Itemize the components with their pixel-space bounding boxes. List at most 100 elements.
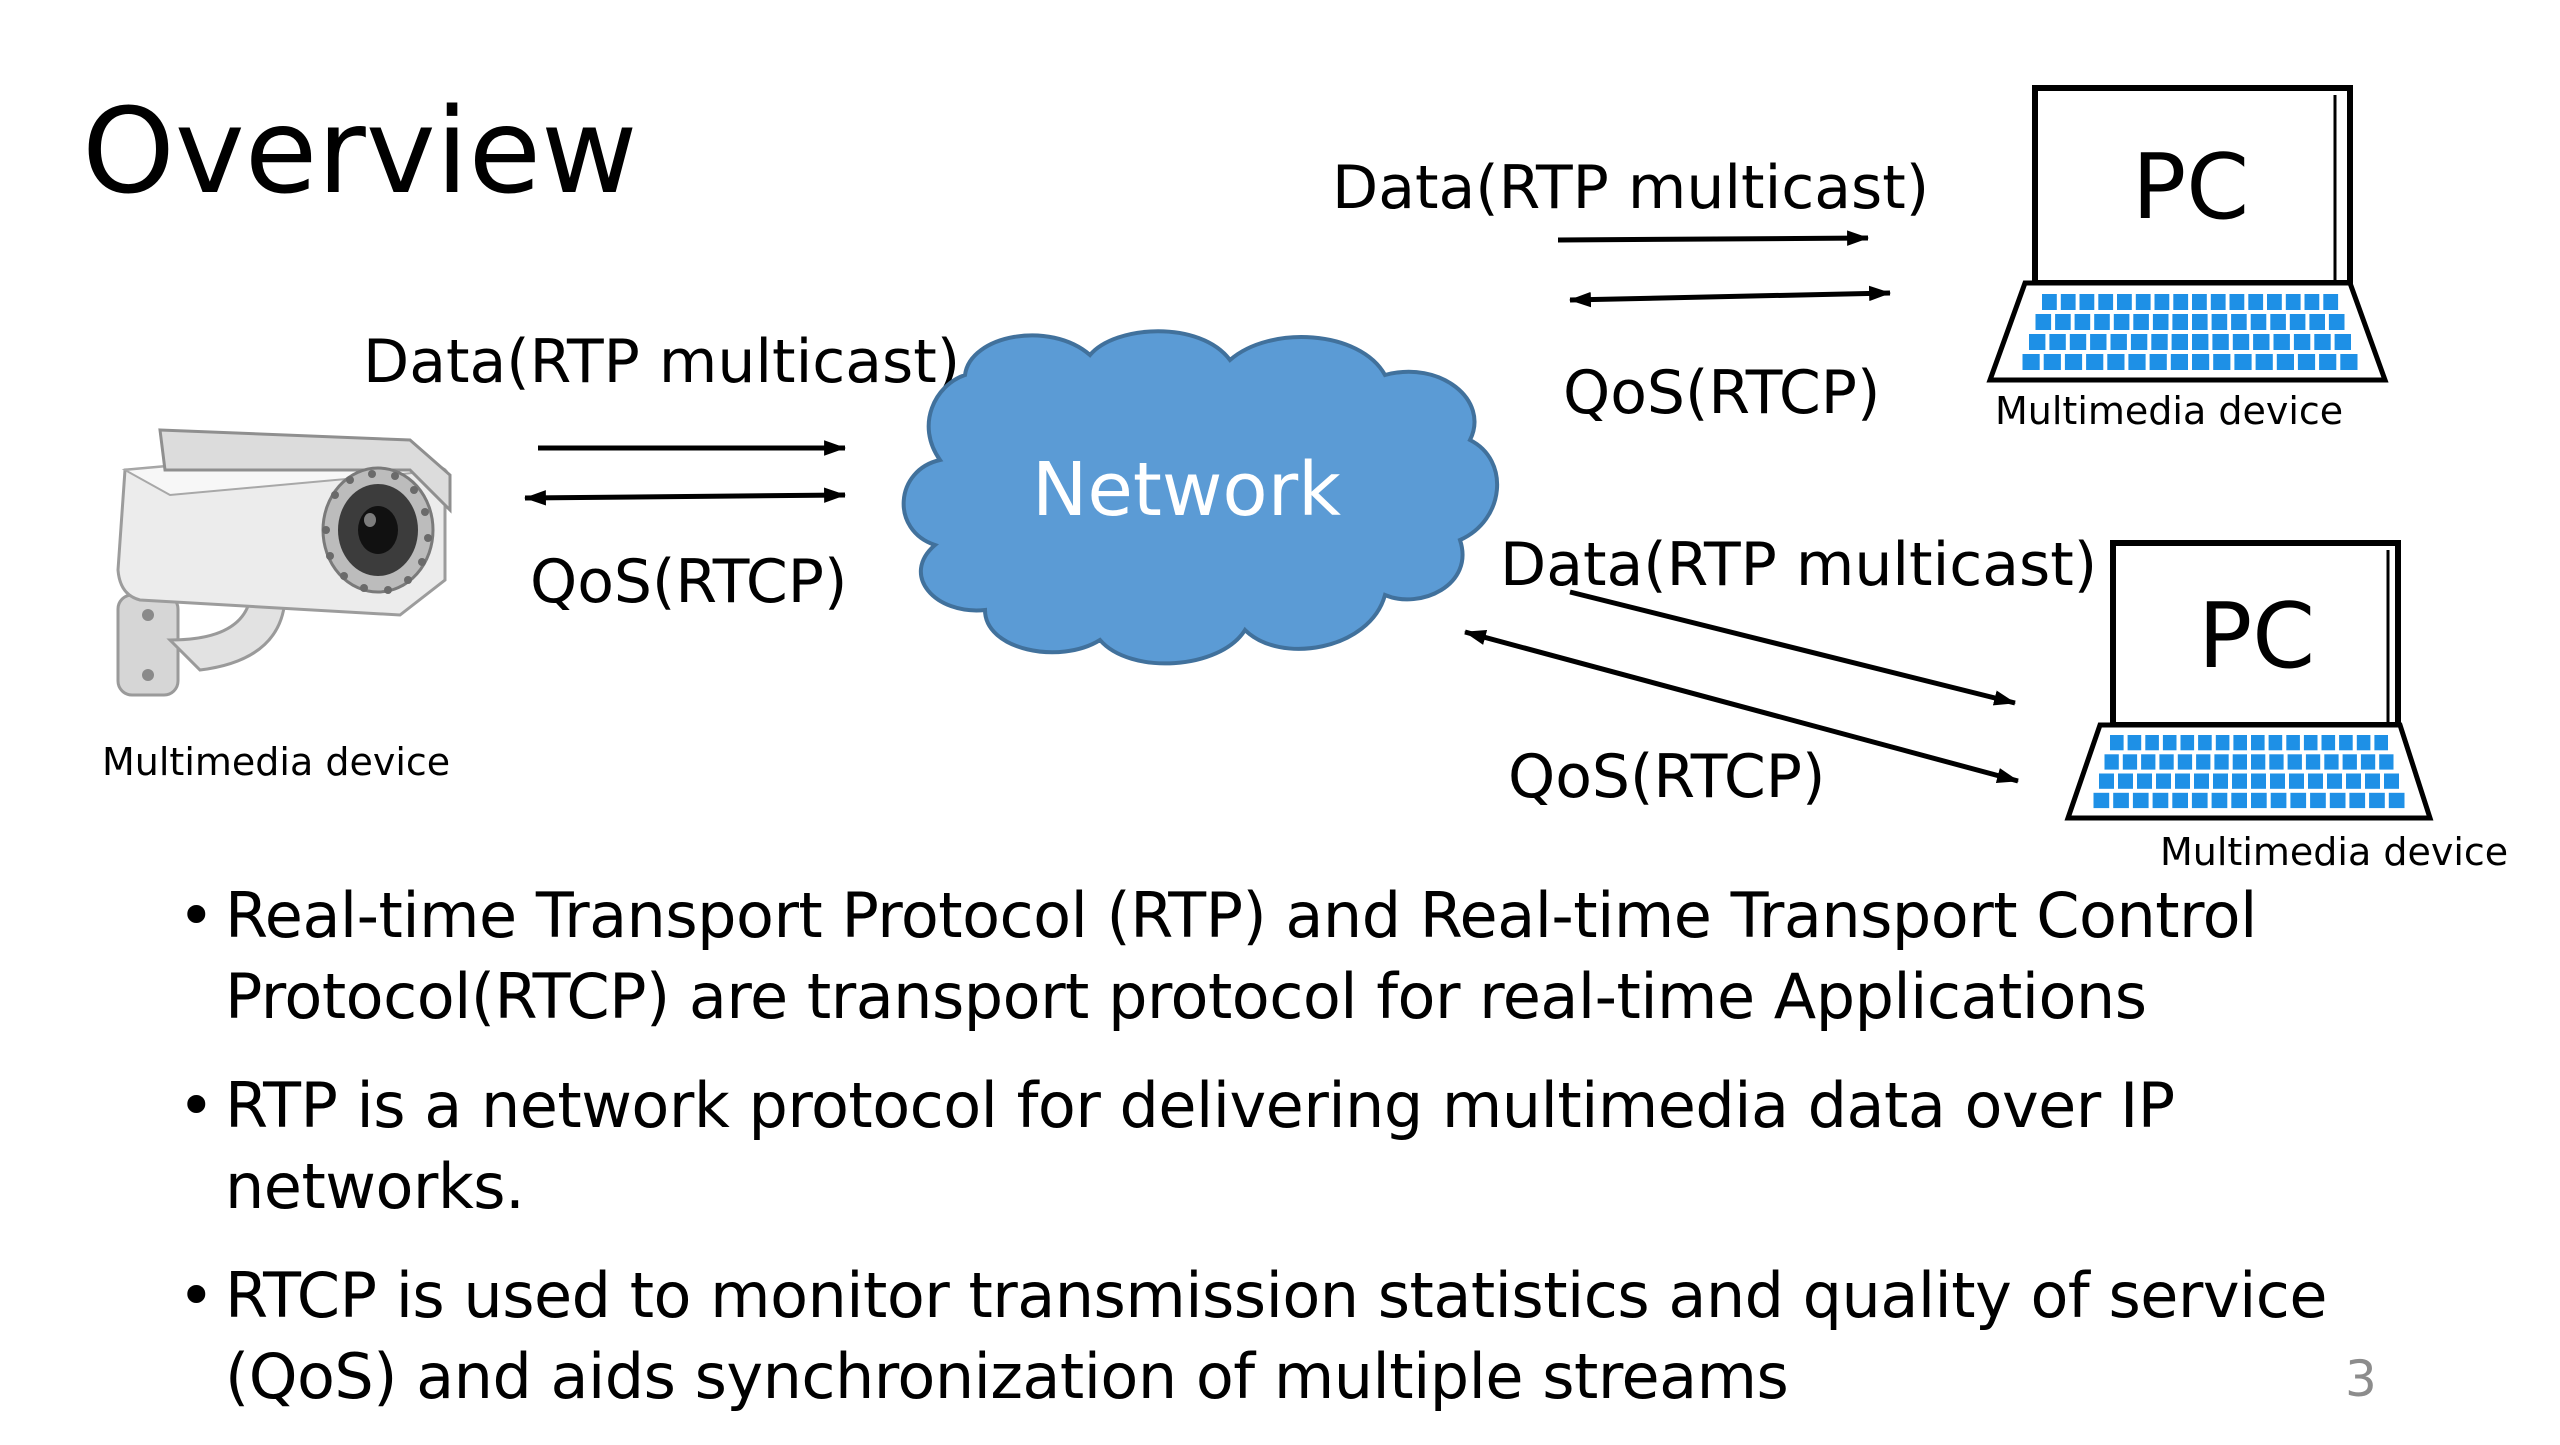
keyboard-key xyxy=(2324,754,2339,770)
keyboard-key xyxy=(2210,294,2226,310)
keyboard-key xyxy=(2145,735,2159,751)
keyboard-key xyxy=(2049,334,2066,350)
keyboard-key xyxy=(2231,314,2247,330)
keyboard-key xyxy=(2042,294,2057,310)
keyboard-key xyxy=(2122,754,2138,770)
pc-bottom-data-label: Data(RTP multicast) xyxy=(1500,530,2097,600)
keyboard-key xyxy=(2215,735,2230,751)
keyboard-key xyxy=(2314,334,2331,350)
keyboard-key xyxy=(2253,334,2270,350)
keyboard-key xyxy=(2297,354,2316,370)
page-number: 3 xyxy=(2345,1350,2377,1408)
keyboard-key xyxy=(2194,773,2209,789)
keyboard-key xyxy=(2287,754,2302,770)
keyboard-key xyxy=(2293,334,2311,350)
keyboard-key xyxy=(2172,314,2188,330)
keyboard-key xyxy=(2270,314,2286,330)
pc-bottom-data-arrow xyxy=(1569,589,2017,706)
keyboard-key xyxy=(2113,792,2129,809)
keyboard-key xyxy=(2290,792,2307,809)
keyboard-key xyxy=(2289,773,2304,789)
pc-bottom-caption: Multimedia device xyxy=(2160,830,2508,874)
keyboard-key xyxy=(2323,294,2339,310)
keyboard-key xyxy=(2211,792,2228,809)
keyboard-key xyxy=(2152,314,2169,330)
keyboard-key xyxy=(2043,354,2061,370)
keyboard-key xyxy=(2270,773,2285,789)
keyboard-key xyxy=(2113,314,2130,330)
keyboard-key xyxy=(2276,354,2294,370)
bullet-mark: • xyxy=(178,1259,215,1332)
pc-bottom-qos-arrow xyxy=(1463,629,2020,784)
keyboard-key xyxy=(2128,354,2146,370)
pc-top-qos-arrow xyxy=(1568,285,1892,308)
keyboard-key xyxy=(2127,735,2142,751)
keyboard-key xyxy=(2308,773,2323,789)
keyboard-key xyxy=(2191,792,2208,809)
keyboard-key xyxy=(2212,334,2229,350)
keyboard-key xyxy=(2170,354,2188,370)
keyboard-key xyxy=(2192,294,2207,310)
keyboard-key xyxy=(2137,773,2152,789)
slide-title: Overview xyxy=(82,82,638,220)
keyboard-key xyxy=(2270,792,2287,809)
keyboard-key xyxy=(2035,314,2052,330)
keyboard-key xyxy=(2342,754,2357,770)
keyboard-key xyxy=(2086,354,2104,370)
keyboard-key xyxy=(2304,294,2320,310)
keyboard-key xyxy=(2349,792,2366,809)
keyboard-key xyxy=(2175,773,2190,789)
keyboard-key xyxy=(2152,792,2169,809)
keyboard-key xyxy=(2248,294,2264,310)
keyboard-key xyxy=(2231,792,2247,809)
keyboard-key xyxy=(2192,314,2208,330)
keyboard-key xyxy=(2162,735,2177,751)
bullet-mark: • xyxy=(178,1069,215,1142)
keyboard-key xyxy=(2251,792,2267,809)
keyboard-key xyxy=(2268,735,2283,751)
keyboard-key xyxy=(2374,735,2388,751)
keyboard-key xyxy=(2117,294,2132,310)
keyboard-key xyxy=(2305,754,2321,770)
keyboard-key xyxy=(2309,314,2325,330)
camera-qos-label: QoS(RTCP) xyxy=(530,547,847,617)
keyboard-key xyxy=(2339,735,2353,751)
keyboard-key xyxy=(2346,773,2361,789)
keyboard-key xyxy=(2171,334,2188,350)
keyboard-key xyxy=(2232,754,2247,770)
keyboard-key xyxy=(2074,314,2091,330)
keyboard-key xyxy=(2192,334,2209,350)
keyboard-key xyxy=(2251,735,2265,751)
keyboard-key xyxy=(2329,792,2346,809)
keyboard-key xyxy=(2118,773,2133,789)
keyboard-key xyxy=(2369,792,2385,809)
keyboard-key xyxy=(2213,773,2228,789)
keyboard-key xyxy=(2149,354,2167,370)
bullet-item: •Real-time Transport Protocol (RTP) and … xyxy=(170,875,2410,1037)
pc-top-qos-label: QoS(RTCP) xyxy=(1563,358,1880,428)
keyboard-key xyxy=(2060,294,2076,310)
keyboard-key xyxy=(2156,773,2171,789)
keyboard-key xyxy=(2289,314,2306,330)
keyboard-key xyxy=(2132,792,2149,809)
keyboard-key xyxy=(2198,735,2212,751)
keyboard-key xyxy=(2327,773,2342,789)
keyboard-key xyxy=(2133,314,2149,330)
keyboard-key xyxy=(2098,294,2114,310)
network-label: Network xyxy=(1032,447,1341,533)
keyboard-key xyxy=(2090,334,2107,350)
keyboard-key xyxy=(2214,754,2229,770)
keyboard-key xyxy=(2233,735,2247,751)
keyboard-key xyxy=(2141,754,2156,770)
keyboard-key xyxy=(2286,735,2300,751)
keyboard-key xyxy=(2094,314,2110,330)
pc-bottom-screen-label: PC xyxy=(2198,584,2315,689)
keyboard-key xyxy=(2107,354,2125,370)
camera-caption: Multimedia device xyxy=(102,740,450,784)
keyboard-key xyxy=(2151,334,2168,350)
bullet-text: RTCP is used to monitor transmission sta… xyxy=(225,1259,2328,1413)
keyboard-key xyxy=(2177,754,2193,770)
keyboard-key xyxy=(2079,294,2095,310)
keyboard-key xyxy=(2110,735,2124,751)
keyboard-key xyxy=(2213,354,2231,370)
